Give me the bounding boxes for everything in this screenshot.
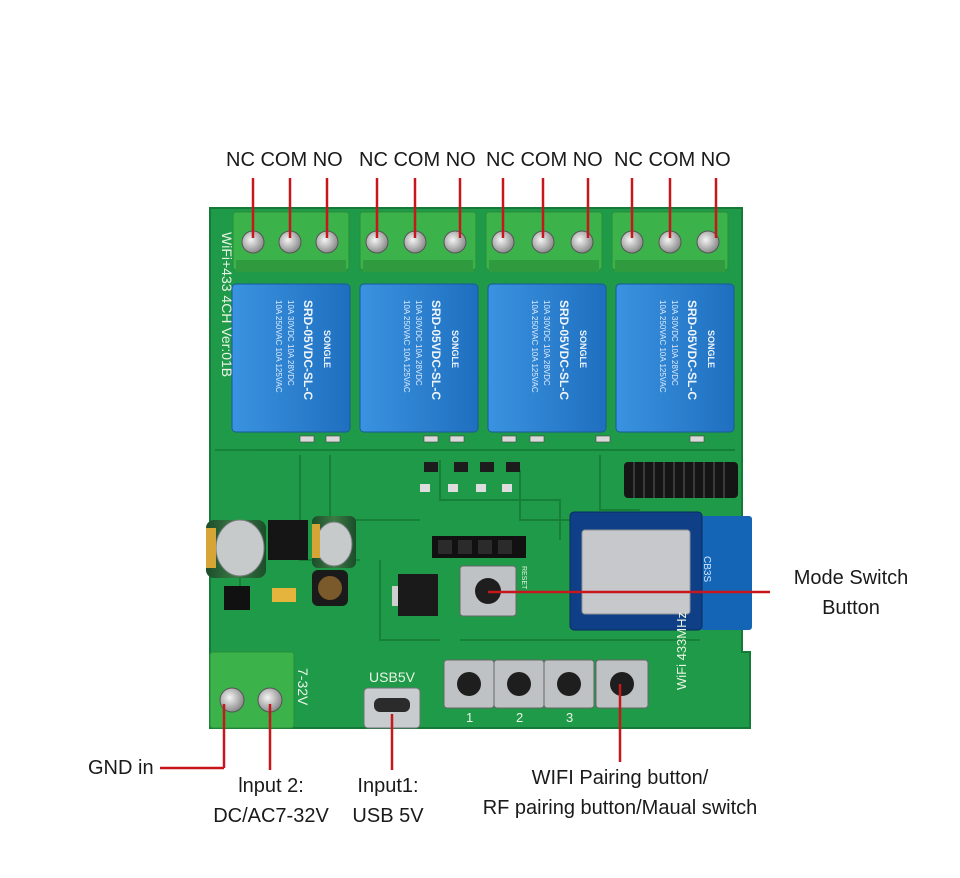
com-label: COM [393, 149, 441, 171]
tactile-button-3 [543, 659, 595, 709]
relay-2-brand: SONGLE [450, 330, 460, 368]
relay-1-rating-b: 10A 30VDC 10A 28VDC [286, 300, 295, 386]
smd-leds [299, 435, 705, 443]
relay-1-brand: SONGLE [322, 330, 332, 368]
electrolytic-capacitor-2 [312, 516, 356, 568]
ic-chip [268, 520, 308, 560]
nc-label: NC [486, 149, 515, 171]
no-label: NO [312, 149, 343, 171]
terminal-labels-group-2: NC COM NO [359, 148, 476, 172]
relay-4: SRD-05VDC-SL-C 10A 250VAC 10A 125VAC 10A… [615, 283, 735, 433]
silk-model-text: WiFi+433 4CH Ver:01B [219, 232, 235, 377]
module-silk-text: CB3S [701, 556, 712, 582]
mode-switch-line-1: Mode Switch [793, 567, 909, 589]
button-number-3: 3 [566, 710, 573, 725]
tactile-button-2 [493, 659, 545, 709]
relay-3-model: SRD-05VDC-SL-C [557, 300, 571, 400]
no-label: NO [445, 149, 476, 171]
pairing-callout: WIFI Pairing button/ RF pairing button/M… [450, 766, 790, 820]
transistor-row [420, 462, 520, 492]
leader-lines [160, 178, 770, 770]
pairing-line-1: WIFI Pairing button/ [531, 767, 709, 789]
terminal-block-2 [359, 211, 477, 272]
relay-4-rating-b: 10A 30VDC 10A 28VDC [670, 300, 679, 386]
relay-1-rating-a: 10A 250VAC 10A 125VAC [274, 300, 283, 393]
com-label: COM [648, 149, 696, 171]
smd-parts-left [224, 586, 296, 610]
relay-2-model: SRD-05VDC-SL-C [429, 300, 443, 400]
mode-switch-line-2: Button [822, 597, 880, 619]
input2-line-1: lnput 2: [238, 775, 304, 797]
freq-silk-text: WiFi 433MHz [674, 612, 689, 690]
relay-3-rating-b: 10A 30VDC 10A 28VDC [542, 300, 551, 386]
no-label: NO [700, 149, 731, 171]
terminal-labels-group-4: NC COM NO [614, 148, 731, 172]
terminal-block-4 [611, 211, 729, 272]
tactile-button-1 [443, 659, 495, 709]
pairing-line-2: RF pairing button/Maual switch [482, 797, 758, 819]
regulator-ic [392, 574, 438, 616]
usb-silk-text: USB5V [369, 669, 416, 685]
button-number-1: 1 [466, 710, 473, 725]
power-terminal-block [209, 651, 295, 729]
reset-silk-text: RESET [520, 566, 527, 590]
terminal-block-3 [485, 211, 603, 272]
relay-4-rating-a: 10A 250VAC 10A 125VAC [658, 300, 667, 393]
input2-callout: lnput 2: DC/AC7-32V [196, 774, 346, 828]
wifi-module: CB3S [569, 511, 752, 631]
rf-antenna-coil [624, 462, 738, 498]
relay-2-rating-a: 10A 250VAC 10A 125VAC [402, 300, 411, 393]
no-label: NO [572, 149, 603, 171]
relay-1-model: SRD-05VDC-SL-C [301, 300, 315, 400]
tactile-button-4 [595, 659, 649, 709]
button-number-2: 2 [516, 710, 523, 725]
relay-3-rating-a: 10A 250VAC 10A 125VAC [530, 300, 539, 393]
usb-connector [363, 687, 421, 729]
relay-2: SRD-05VDC-SL-C 10A 250VAC 10A 125VAC 10A… [359, 283, 479, 433]
terminal-block-1 [232, 211, 350, 272]
gnd-in-callout: GND in [88, 757, 154, 779]
relay-1: SRD-05VDC-SL-C 10A 250VAC 10A 125VAC 10A… [231, 283, 351, 433]
header-pins [432, 536, 526, 558]
terminal-labels-group-1: NC COM NO [226, 148, 343, 172]
input1-callout: Input1: USB 5V [338, 774, 438, 828]
nc-label: NC [614, 149, 643, 171]
nc-label: NC [226, 149, 255, 171]
inductor [312, 570, 348, 606]
relay-4-model: SRD-05VDC-SL-C [685, 300, 699, 400]
relay-3-brand: SONGLE [578, 330, 588, 368]
com-label: COM [520, 149, 568, 171]
relay-2-rating-b: 10A 30VDC 10A 28VDC [414, 300, 423, 386]
input1-line-2: USB 5V [352, 805, 424, 827]
mode-switch-callout: Mode Switch Button [776, 566, 926, 620]
electrolytic-capacitor-1 [206, 519, 266, 578]
voltage-silk-text: 7-32V [295, 668, 311, 706]
relay-4-brand: SONGLE [706, 330, 716, 368]
relay-3: SRD-05VDC-SL-C 10A 250VAC 10A 125VAC 10A… [487, 283, 607, 433]
input1-line-1: Input1: [357, 775, 419, 797]
com-label: COM [260, 149, 308, 171]
terminal-labels-group-3: NC COM NO [486, 148, 603, 172]
input2-line-2: DC/AC7-32V [213, 805, 329, 827]
nc-label: NC [359, 149, 388, 171]
